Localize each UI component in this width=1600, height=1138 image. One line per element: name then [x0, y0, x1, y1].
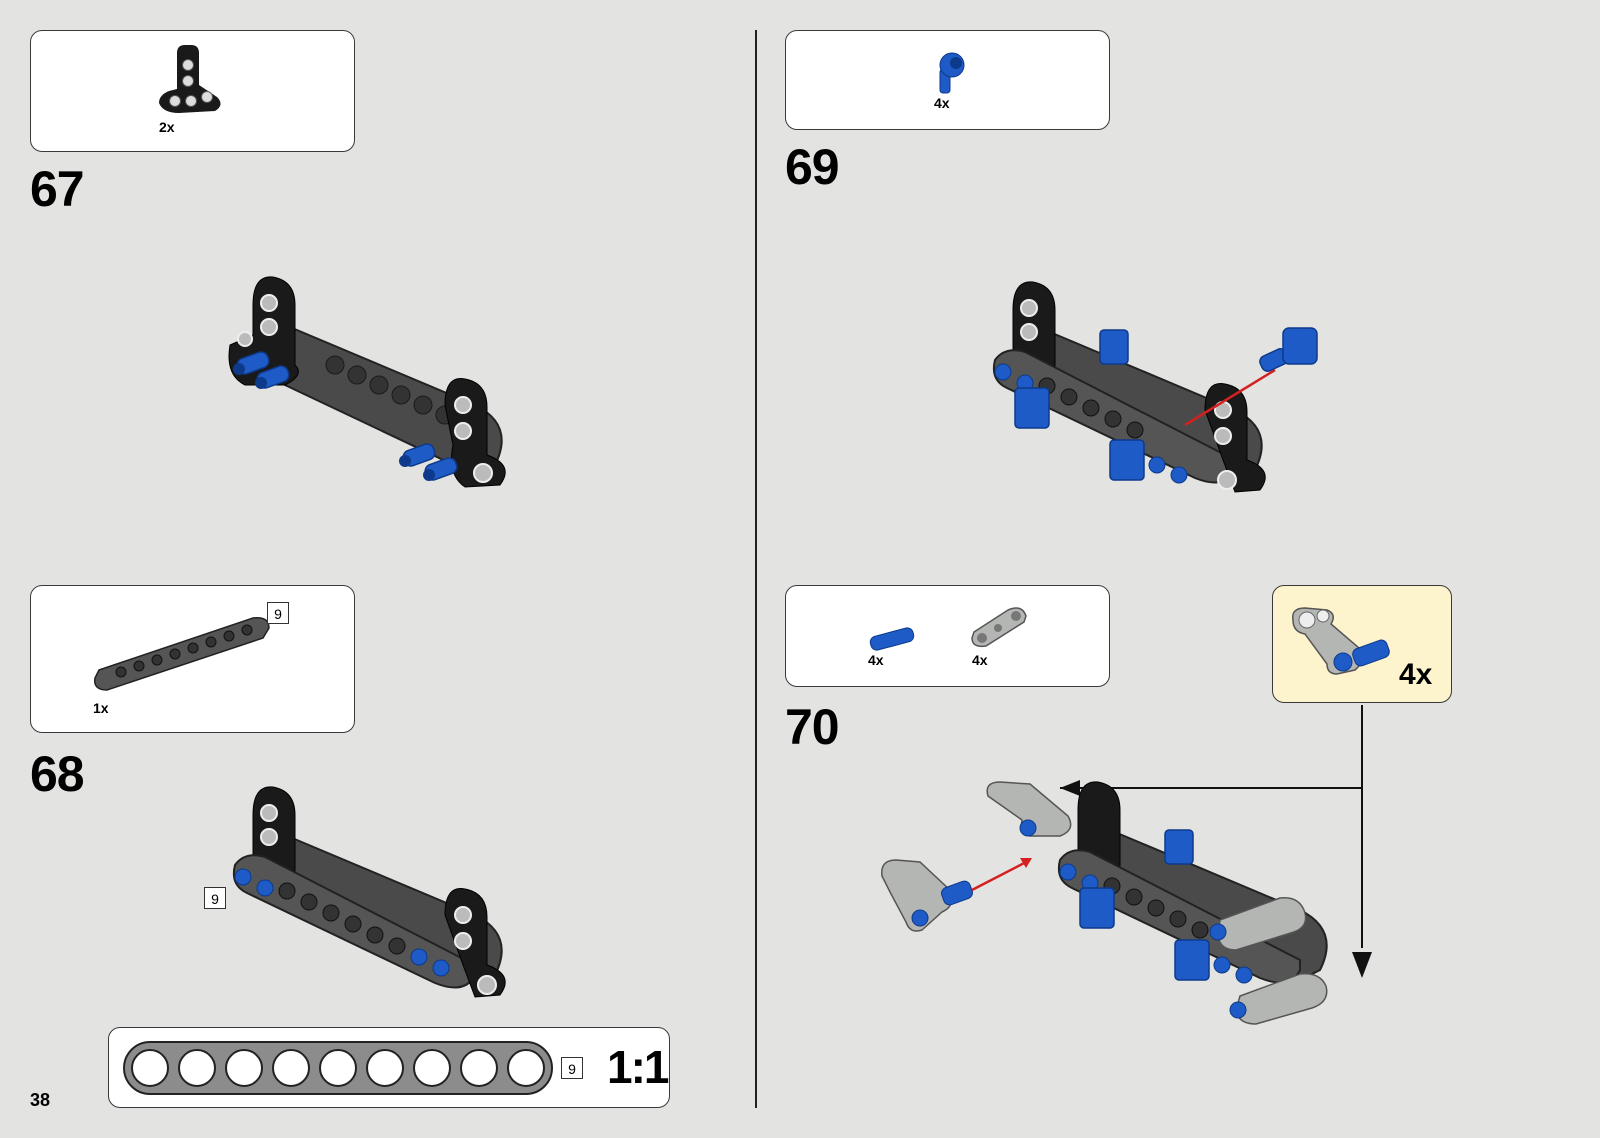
step-70-assembly-illustration: [880, 700, 1400, 1030]
step-number-70: 70: [785, 698, 839, 756]
model-length-tag: 9: [204, 887, 226, 909]
column-divider: [755, 30, 757, 1108]
beam-9-part-icon: [93, 612, 273, 692]
part-quantity: 4x: [934, 95, 950, 111]
t-beam-part-icon: [159, 45, 229, 117]
blue-pin-part-icon: [868, 624, 918, 654]
part-quantity: 4x: [972, 652, 988, 668]
scale-beam-icon: [123, 1041, 553, 1095]
scale-ratio: 1:1: [607, 1040, 667, 1094]
beam-length-tag: 9: [267, 602, 289, 624]
page-number: 38: [30, 1090, 50, 1111]
parts-box-step-70: 4x 4x: [785, 585, 1110, 687]
subassembly-callout: 4x: [1272, 585, 1452, 703]
blue-axle-pin-part-icon: [930, 49, 970, 95]
step-number-68: 68: [30, 745, 84, 803]
part-quantity: 4x: [868, 652, 884, 668]
parts-box-step-69: 4x: [785, 30, 1110, 130]
parts-box-step-68: 9 1x: [30, 585, 355, 733]
scale-length-tag: 9: [561, 1057, 583, 1079]
subassembly-multiplier: 4x: [1399, 658, 1432, 692]
part-quantity: 1x: [93, 700, 109, 716]
part-quantity: 2x: [159, 119, 175, 135]
step-68-assembly-illustration: [225, 785, 525, 1015]
gray-liftarm-part-icon: [968, 602, 1032, 650]
liftarm-with-pin-subassembly-icon: [1287, 600, 1397, 690]
step-67-assembly-illustration: [225, 275, 525, 505]
parts-box-step-67: 2x: [30, 30, 355, 152]
step-69-assembly-illustration: [985, 280, 1345, 510]
scale-guide-box: 9 1:1: [108, 1027, 670, 1108]
step-number-69: 69: [785, 138, 839, 196]
step-number-67: 67: [30, 160, 84, 218]
